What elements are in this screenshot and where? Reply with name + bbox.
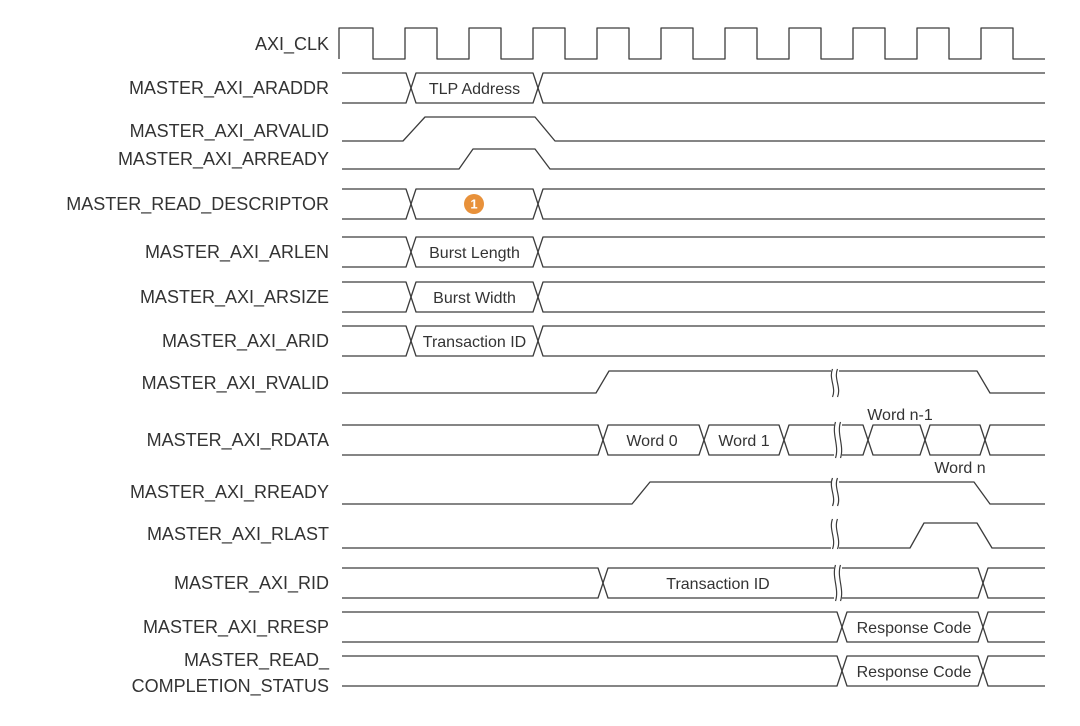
rdata-word-0: Word 0 (626, 433, 677, 450)
bus-araddr-upper (342, 72, 1045, 104)
cstatus-value: Response Code (857, 664, 972, 681)
bus-rdesc-upper (342, 188, 1045, 220)
break-mark-1 (830, 368, 835, 398)
marker-1-number: 1 (470, 197, 477, 212)
rlast-wave (342, 522, 1045, 549)
label-cstatus-line2: COMPLETION_STATUS (132, 676, 329, 697)
break-gap (834, 565, 842, 601)
marker-1-circle (464, 194, 484, 214)
rdata-word-1: Word 1 (718, 433, 769, 450)
break-gap (834, 422, 842, 458)
clock-wave (338, 27, 1045, 60)
label-cstatus-line1: MASTER_READ_ (184, 650, 330, 671)
label-araddr: MASTER_AXI_ARADDR (129, 78, 329, 99)
label-arlen: MASTER_AXI_ARLEN (145, 242, 329, 263)
bus-araddr-lower (342, 72, 1045, 104)
arready-wave (342, 148, 1045, 170)
bus-rresp-lower (342, 611, 1045, 643)
break-mark-1 (833, 564, 838, 602)
rresp-value: Response Code (857, 620, 972, 637)
bus-arlen-upper (342, 236, 1045, 268)
label-rdata: MASTER_AXI_RDATA (147, 430, 329, 451)
rdata-upper (342, 424, 1045, 456)
rvalid-wave (342, 370, 1045, 394)
bus-arsize-upper (342, 281, 1045, 313)
label-arsize: MASTER_AXI_ARSIZE (140, 287, 329, 308)
bus-arid-lower (342, 325, 1045, 357)
label-rready: MASTER_AXI_RREADY (130, 482, 329, 503)
rready-wave (342, 481, 1045, 505)
descriptor-marker: 1 (464, 194, 484, 214)
arsize-value: Burst Width (433, 290, 516, 307)
bus-rid-lower (342, 567, 1045, 599)
arvalid-wave (342, 116, 1045, 142)
arid-value: Transaction ID (423, 334, 526, 351)
break-mark-1 (830, 518, 835, 550)
label-arid: MASTER_AXI_ARID (162, 331, 329, 352)
label-arready: MASTER_AXI_ARREADY (118, 149, 329, 170)
label-rvalid: MASTER_AXI_RVALID (142, 373, 329, 394)
break-mark-2 (835, 477, 840, 507)
bus-rresp-upper (342, 611, 1045, 643)
bus-cstatus-upper (342, 655, 1045, 687)
signal-labels: AXI_CLK MASTER_AXI_ARADDR MASTER_AXI_ARVAL… (66, 34, 330, 697)
araddr-value: TLP Address (429, 81, 520, 98)
label-rresp: MASTER_AXI_RRESP (143, 617, 329, 638)
bus-arsize-lower (342, 281, 1045, 313)
arlen-value: Burst Length (429, 245, 520, 262)
break-gap (831, 519, 839, 549)
waveforms (338, 27, 1045, 687)
bus-rid-upper (342, 567, 1045, 599)
label-rid: MASTER_AXI_RID (174, 573, 329, 594)
break-mark-2 (835, 518, 840, 550)
label-arvalid: MASTER_AXI_ARVALID (130, 121, 329, 142)
rdata-word-n-minus-1: Word n-1 (867, 407, 933, 424)
break-mark-2 (835, 368, 840, 398)
bus-cstatus-lower (342, 655, 1045, 687)
label-rlast: MASTER_AXI_RLAST (147, 524, 329, 545)
rid-value: Transaction ID (666, 576, 769, 593)
label-axi-clk: AXI_CLK (255, 34, 329, 55)
break-mark-1 (833, 421, 838, 459)
label-rdesc: MASTER_READ_DESCRIPTOR (66, 194, 329, 215)
break-gap (831, 369, 839, 397)
bus-rdesc-lower (342, 188, 1045, 220)
rdata-word-n: Word n (934, 460, 985, 477)
bus-arlen-lower (342, 236, 1045, 268)
break-gap (831, 478, 839, 506)
break-mark-2 (838, 421, 843, 459)
break-mark-2 (838, 564, 843, 602)
break-mark-1 (830, 477, 835, 507)
rdata-lower (342, 424, 1045, 456)
bus-arid-upper (342, 325, 1045, 357)
